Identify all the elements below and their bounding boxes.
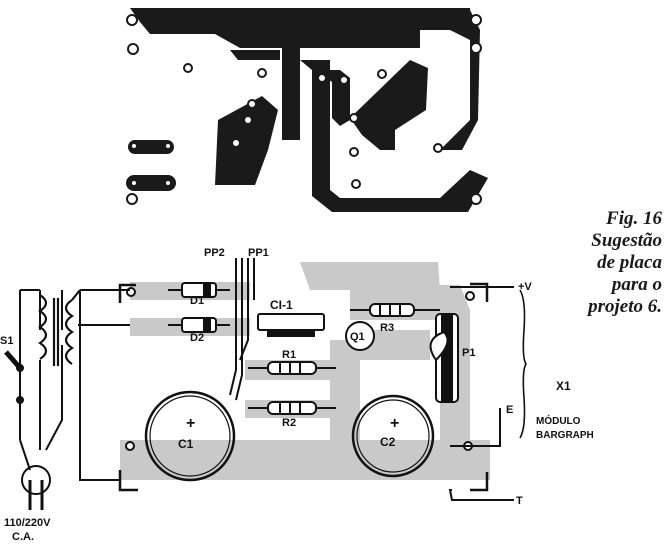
mains-wiring: [19, 289, 130, 481]
capacitor-c1: [144, 390, 236, 482]
label-ci1: CI-1: [270, 298, 293, 312]
transformer: [38, 289, 81, 366]
mains-plug: [21, 465, 51, 510]
component-labels: PP2 PP1 D1 D2 CI-1 R3 Q1 R1 R2 P1 C1 C2 …: [0, 247, 594, 543]
label-c2: C2: [380, 435, 396, 449]
output-wires: [448, 286, 527, 501]
label-plus-v: +V: [518, 281, 532, 293]
svg-text:+: +: [390, 415, 399, 432]
label-e: E: [506, 404, 513, 416]
label-s1: S1: [0, 335, 13, 347]
label-r1: R1: [282, 349, 296, 361]
label-mains-line1: 110/220V: [4, 517, 51, 529]
caption-fig: Fig. 16: [606, 208, 662, 229]
copper-layout: [126, 8, 488, 212]
label-r2: R2: [282, 417, 296, 429]
figure-caption: Fig. 16 Sugestão de placa para o projeto…: [552, 208, 662, 318]
pp-wires: [229, 258, 255, 401]
mounting-holes: [125, 287, 475, 451]
potentiometer-p1: [429, 313, 459, 403]
resistor-r3: [350, 303, 440, 317]
label-d2: D2: [190, 332, 204, 344]
diode-d1: [168, 282, 230, 298]
resistor-r2: [248, 401, 336, 415]
label-mains-line2: C.A.: [12, 531, 34, 543]
capacitor-polarity-marks: + +: [186, 415, 399, 432]
label-r3: R3: [380, 322, 394, 334]
ic-ci1: [257, 313, 325, 337]
board-corners: [118, 282, 489, 492]
capacitor-c2: [351, 394, 435, 478]
label-p1: P1: [462, 347, 475, 359]
label-c1: C1: [178, 437, 194, 451]
label-module-line1: MÓDULO: [536, 414, 581, 427]
switch-s1: [4, 350, 24, 404]
caption-line-4: projeto 6.: [588, 296, 662, 317]
caption-line-2: de placa: [597, 252, 662, 273]
caption-line-1: Sugestão: [591, 230, 662, 251]
diode-d2: [168, 317, 230, 333]
transistor-q1: [345, 321, 375, 351]
label-q1: Q1: [350, 331, 365, 343]
resistor-r1: [248, 361, 336, 375]
caption-line-3: para o: [611, 274, 662, 295]
label-d1: D1: [190, 295, 204, 307]
label-x1: X1: [556, 379, 571, 393]
label-module-line2: BARGRAPH: [536, 430, 594, 441]
label-pp2: PP2: [204, 247, 225, 259]
copper-pads: [126, 14, 482, 205]
svg-text:+: +: [186, 415, 195, 432]
label-pp1: PP1: [248, 247, 269, 259]
label-t: T: [516, 495, 523, 507]
